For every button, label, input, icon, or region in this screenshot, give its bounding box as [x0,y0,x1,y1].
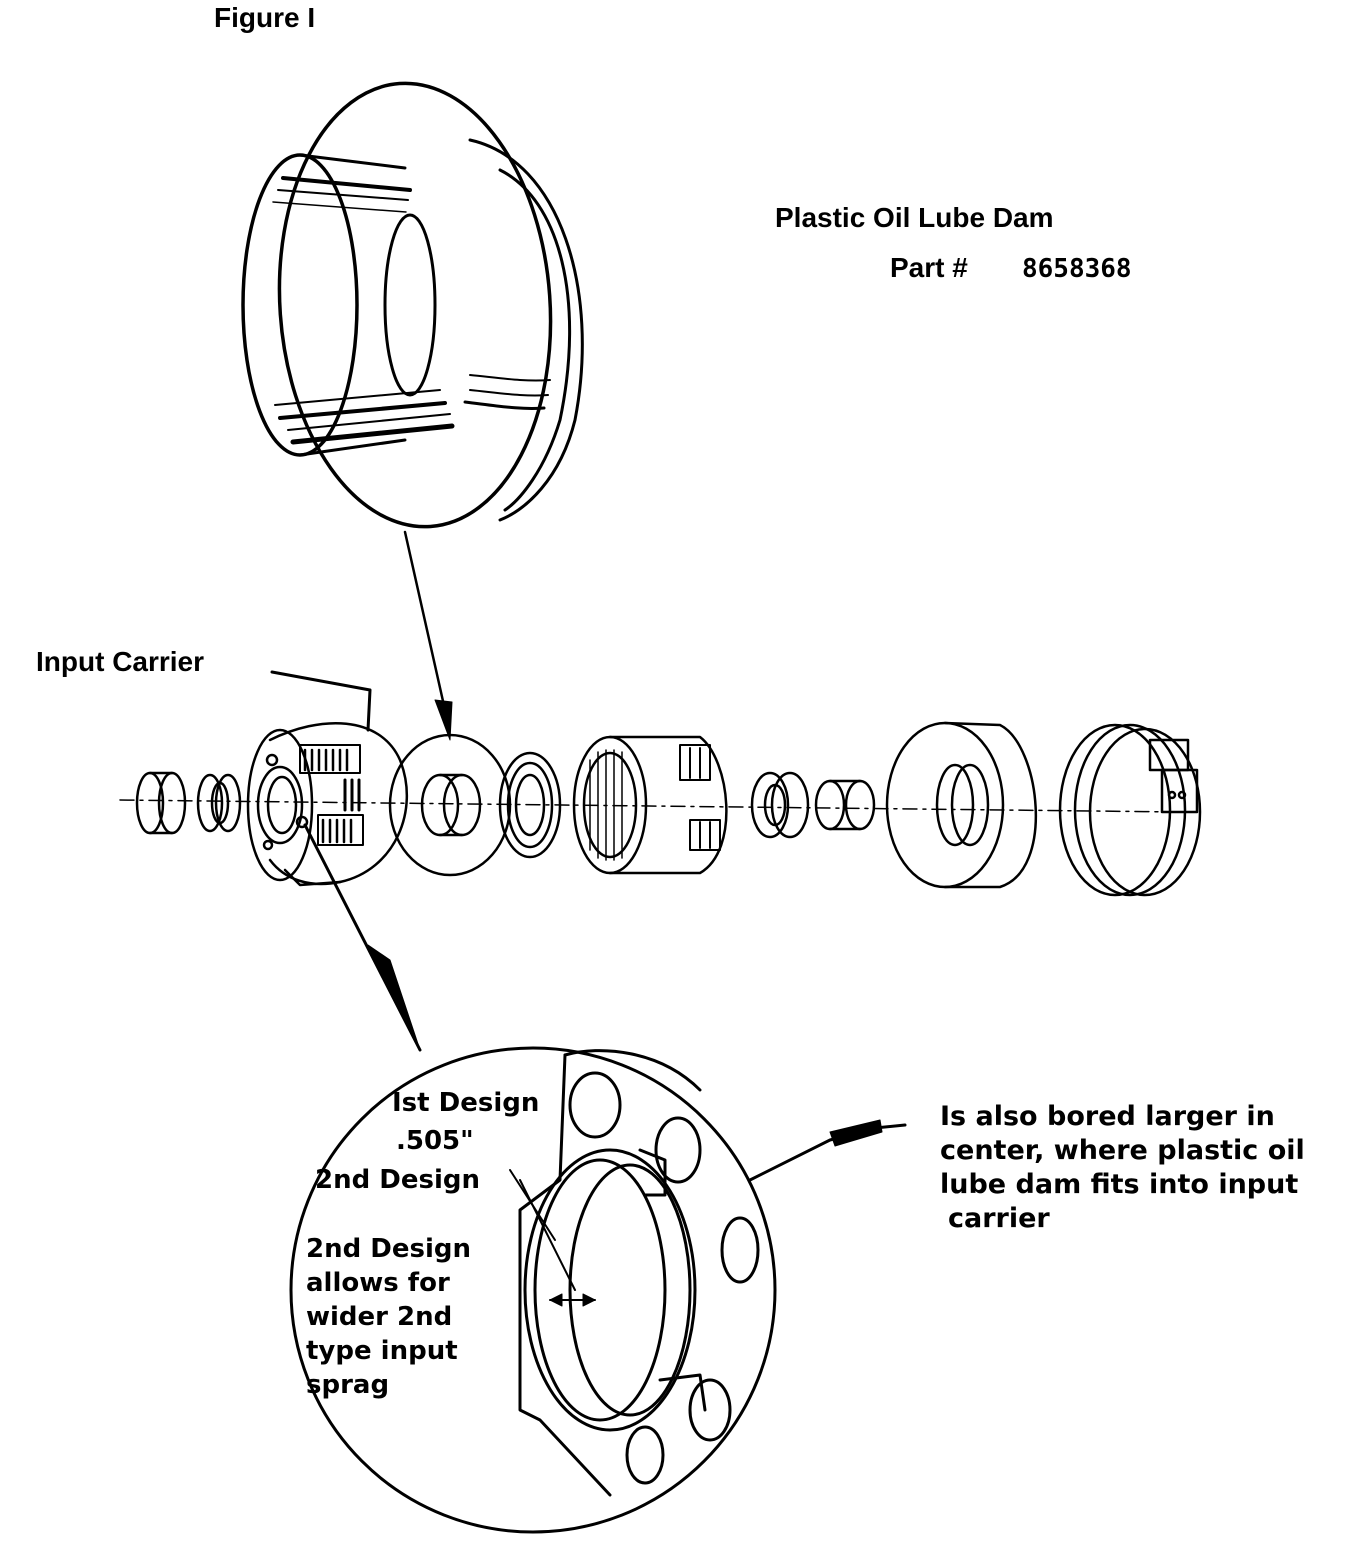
detail-pointer-arrow [303,823,422,1052]
exploded-assembly [119,721,1202,897]
bore-note-line: center, where plastic oil [940,1135,1305,1166]
needle-bearing [498,751,562,859]
note-line: allows for [306,1268,450,1298]
second-design-label: 2nd Design [315,1165,480,1195]
part-prefix: Part # [890,252,968,283]
second-design-note: 2nd Design allows for wider 2nd type inp… [306,1232,471,1402]
bore-note-leader [748,1119,907,1182]
reverse-drum [885,721,1038,889]
note-line: sprag [306,1370,390,1400]
bore-note-line: Is also bored larger in [940,1101,1275,1132]
bore-note-line: carrier [948,1203,1050,1234]
note-line: 2nd Design [306,1234,471,1264]
carrier-detail-view [289,1046,777,1534]
bore-note-line: lube dam fits into input [940,1169,1299,1200]
lube-dam-name: Plastic Oil Lube Dam [775,202,1054,233]
thrust-ring-2 [196,773,242,833]
input-carrier-leader [270,670,372,732]
input-carrier-drawing [246,722,409,887]
figure-title: Figure I [214,2,316,33]
part-number: 8658368 [1022,254,1132,284]
reverse-band [1058,723,1202,897]
note-line: wider 2nd [306,1302,453,1332]
plastic-oil-lube-dam-drawing [241,81,584,529]
reaction-drum [572,735,728,875]
bore-note: Is also bored larger in center, where pl… [940,1100,1305,1236]
lube-dam-installed [388,733,512,877]
first-design-dimension: .505" [396,1126,474,1156]
lube-dam-pointer-arrow [403,530,453,741]
thrust-ring-1 [135,771,187,835]
spacer-ring [750,771,810,839]
bushing [814,779,876,831]
note-line: type input [306,1336,458,1366]
first-design-label: Ist Design [392,1088,540,1118]
input-carrier-label: Input Carrier [36,646,205,677]
